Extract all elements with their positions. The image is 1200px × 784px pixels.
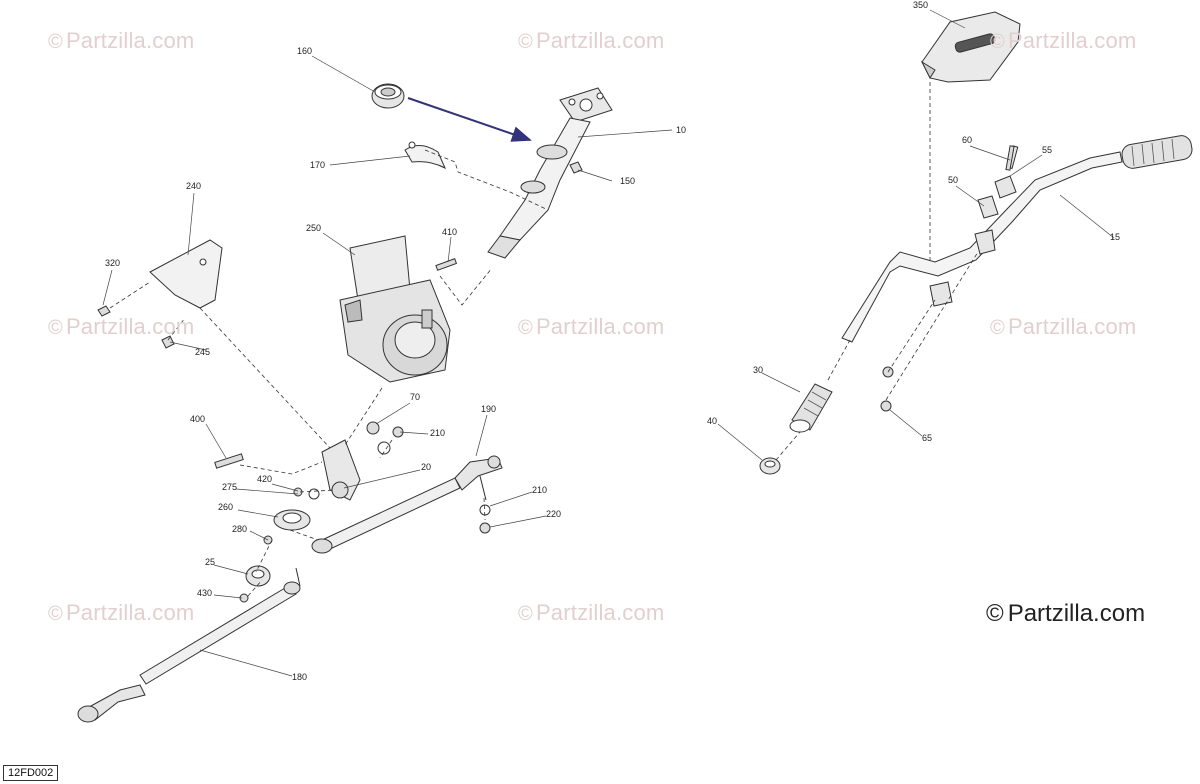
watermark: ©Partzilla.com [990, 28, 1137, 53]
support-bracket [149, 239, 223, 309]
callout-labels: 350 160 10 150 170 240 250 410 320 245 4… [105, 0, 1120, 682]
callout-180: 180 [292, 672, 307, 682]
plug-40 [759, 457, 781, 475]
callout-70: 70 [410, 392, 420, 402]
callout-210-b: 210 [532, 485, 547, 495]
callout-30: 30 [753, 365, 763, 375]
callout-50: 50 [948, 175, 958, 185]
pitman-arm [321, 439, 361, 501]
callout-55: 55 [1042, 145, 1052, 155]
leader-lines [102, 9, 1115, 677]
callout-430: 430 [197, 588, 212, 598]
callout-190: 190 [481, 404, 496, 414]
callout-350: 350 [913, 0, 928, 10]
callout-60: 60 [962, 135, 972, 145]
handlebar [841, 135, 1193, 343]
handlebar-clamps [929, 145, 1019, 307]
callout-245: 245 [195, 347, 210, 357]
callout-160: 160 [297, 46, 312, 56]
callout-280: 280 [232, 524, 247, 534]
callout-210-a: 210 [430, 428, 445, 438]
grip-left [789, 383, 833, 433]
watermark: ©Partzilla.com [48, 600, 195, 625]
callout-275: 275 [222, 482, 237, 492]
nuts-right [880, 145, 1015, 412]
bearing-25 [245, 565, 271, 587]
bushing [371, 83, 405, 109]
tie-rod-right [311, 455, 503, 554]
install-arrow [407, 97, 532, 142]
callout-320: 320 [105, 258, 120, 268]
callout-220: 220 [546, 509, 561, 519]
callout-170: 170 [310, 160, 325, 170]
callout-15: 15 [1110, 232, 1120, 242]
watermark: ©Partzilla.com [48, 314, 195, 339]
clamp [404, 141, 447, 170]
diagram-code: 12FD002 [3, 765, 59, 781]
watermark: ©Partzilla.com [518, 28, 665, 53]
callout-410: 410 [442, 227, 457, 237]
dust-cover [273, 509, 311, 531]
callout-260: 260 [218, 502, 233, 512]
handlebar-cover [920, 11, 1021, 83]
brand-mark: ©Partzilla.com [986, 600, 1146, 627]
callout-40: 40 [707, 416, 717, 426]
small-fasteners-left [97, 161, 583, 603]
steering-column [487, 87, 613, 259]
callout-10: 10 [676, 125, 686, 135]
watermark: ©Partzilla.com [990, 314, 1137, 339]
watermark: ©Partzilla.com [48, 28, 195, 53]
alignment-lines-right [775, 82, 979, 461]
callout-150: 150 [620, 176, 635, 186]
callout-250: 250 [306, 223, 321, 233]
callout-420: 420 [257, 474, 272, 484]
callout-65: 65 [922, 433, 932, 443]
callout-240: 240 [186, 181, 201, 191]
callout-25: 25 [205, 557, 215, 567]
watermark: ©Partzilla.com [518, 314, 665, 339]
power-steering-unit [339, 235, 451, 383]
callout-20: 20 [421, 462, 431, 472]
alignment-lines-left [109, 149, 549, 597]
callout-400: 400 [190, 414, 205, 424]
tie-rod-left [77, 567, 301, 723]
watermark: ©Partzilla.com [518, 600, 665, 625]
